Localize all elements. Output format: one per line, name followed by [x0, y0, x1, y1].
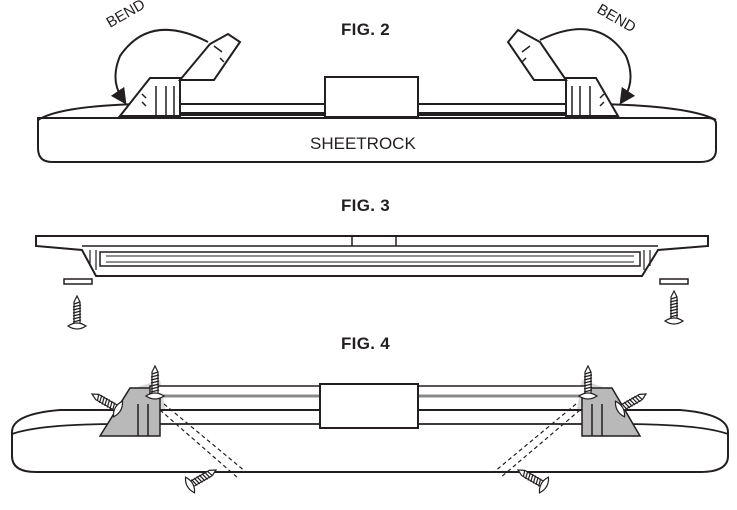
fig-4-drawing: [11, 365, 729, 495]
sheetrock-label: SHEETROCK: [310, 134, 416, 153]
fig-2-drawing: BEND BEND: [37, 0, 717, 163]
screw-icon: [664, 290, 684, 325]
screw-icon: [67, 295, 87, 330]
fig-3-title: FIG. 3: [341, 196, 391, 215]
screw-icon: [145, 365, 165, 400]
fig-4-title: FIG. 4: [341, 334, 391, 353]
fig-3-drawing: [35, 235, 709, 330]
fig-2-title: FIG. 2: [341, 20, 391, 39]
bend-label-left: BEND: [104, 0, 149, 31]
bend-label-right: BEND: [594, 1, 639, 37]
